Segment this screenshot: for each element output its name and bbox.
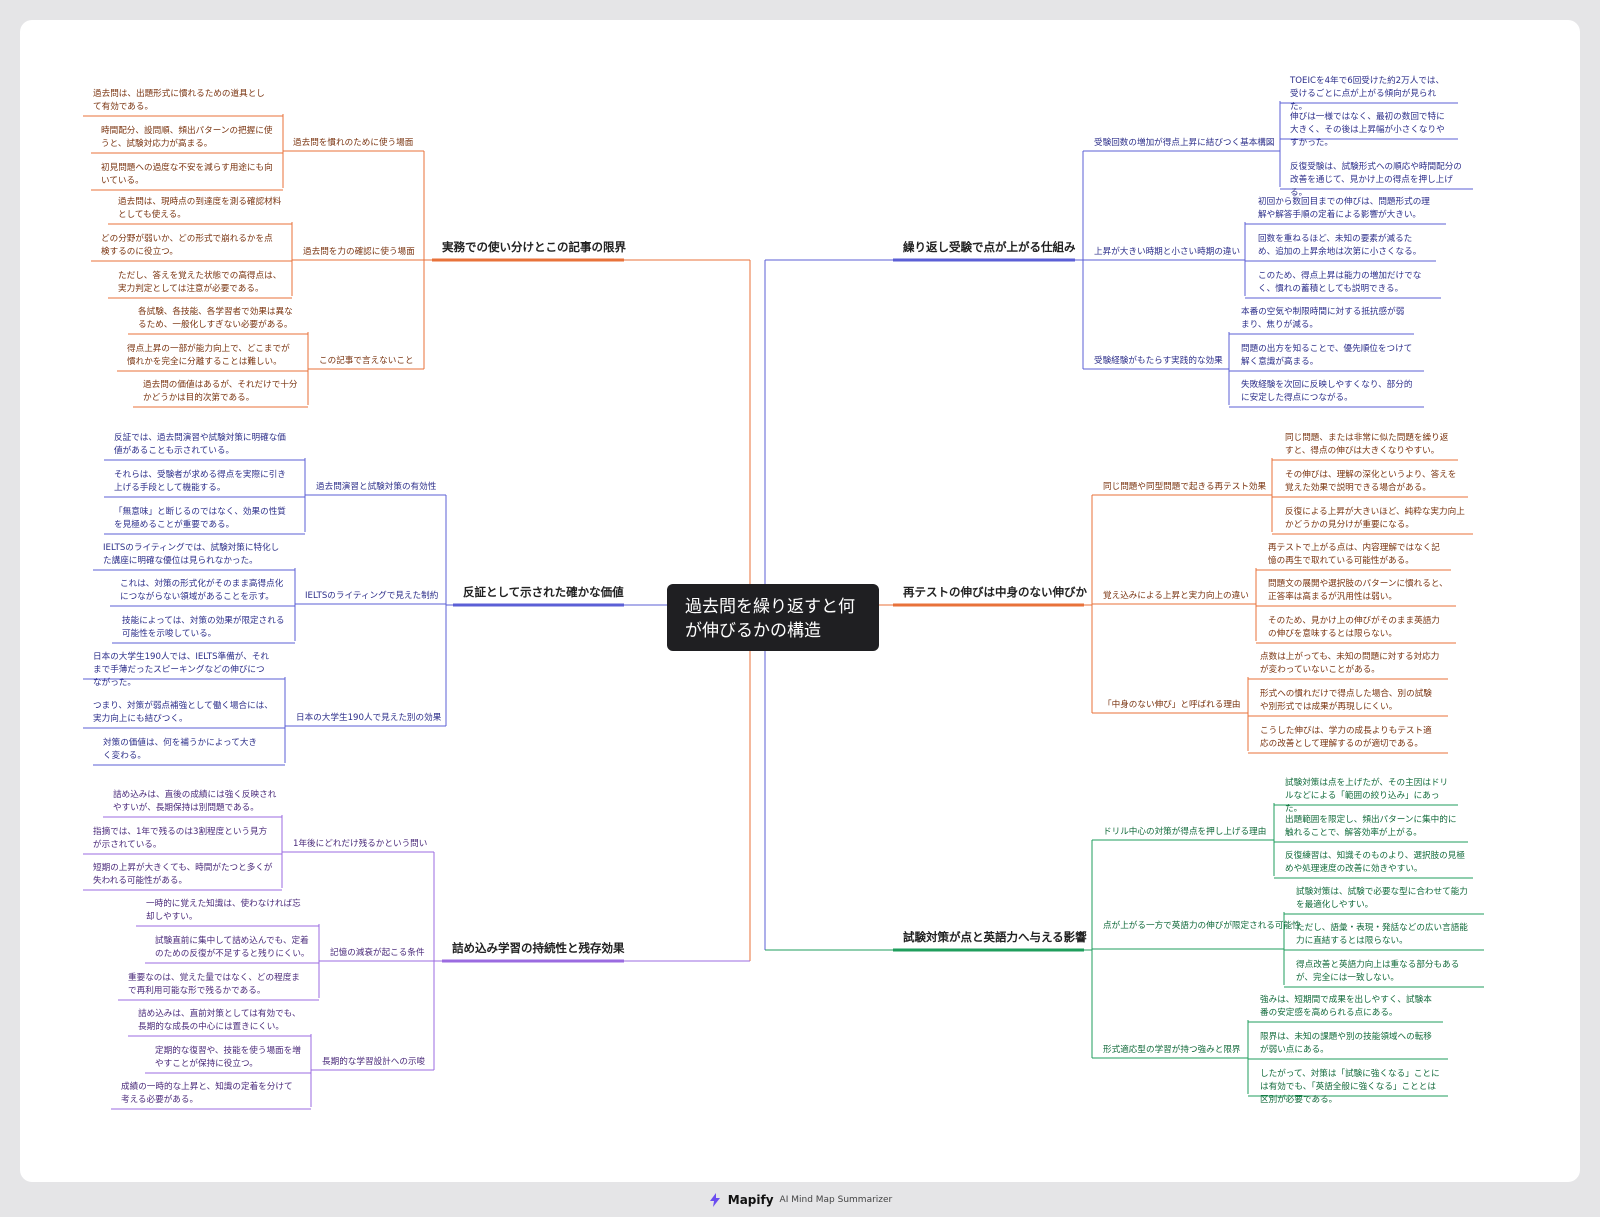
sub-topic-label[interactable]: 日本の大学生190人で見えた別の効果 bbox=[296, 713, 442, 723]
sub-topic-label[interactable]: 受験経験がもたらす実践的な効果 bbox=[1094, 356, 1223, 366]
sub-topic-label[interactable]: 同じ問題や同型問題で起きる再テスト効果 bbox=[1103, 482, 1267, 492]
leaf-note: 初回から数回目までの伸びは、問題形式の理解や解答手順の定着による影響が大きい。 bbox=[1258, 197, 1430, 220]
leaf-note: 再テストで上がる点は、内容理解ではなく記憶の再生で取れている可能性がある。 bbox=[1268, 543, 1440, 566]
leaf-note: つまり、対策が弱点補強として働く場合には、実力向上にも結びつく。 bbox=[93, 701, 273, 724]
leaf-note: 反復による上昇が大きいほど、純粋な実力向上かどうかの見分けが重要になる。 bbox=[1285, 507, 1465, 530]
leaf-note: 定期的な復習や、技能を使う場面を増やすことが保持に役立つ。 bbox=[155, 1046, 301, 1069]
leaf-note: それらは、受験者が求める得点を実際に引き上げる手段として機能する。 bbox=[114, 470, 286, 493]
leaf-note: 試験対策は、試験で必要な型に合わせて能力を最適化しやすい。 bbox=[1296, 887, 1468, 910]
leaf-note: 得点上昇の一部が能力向上で、どこまでが慣れかを完全に分離することは難しい。 bbox=[127, 344, 290, 367]
sub-topic-label[interactable]: 「中身のない伸び」と呼ばれる理由 bbox=[1103, 700, 1241, 710]
leaf-note: 短期の上昇が大きくても、時間がたつと多くが失われる可能性がある。 bbox=[93, 863, 273, 886]
leaf-note: 限界は、未知の課題や別の技能領域への転移が弱い点にある。 bbox=[1260, 1032, 1432, 1055]
leaf-note: 試験対策は点を上げたが、その主因はドリルなどによる「範囲の絞り込み」にあった。 bbox=[1285, 778, 1449, 814]
sub-topic-label[interactable]: 記憶の減衰が起こる条件 bbox=[330, 948, 425, 958]
leaf-note: 問題文の展開や選択肢のパターンに慣れると、正答率は高まるが汎用性は弱い。 bbox=[1268, 579, 1448, 602]
sub-topic-label[interactable]: ドリル中心の対策が得点を押し上げる理由 bbox=[1103, 827, 1267, 837]
leaf-note: 「無意味」と断じるのではなく、効果の性質を見極めることが重要である。 bbox=[114, 507, 286, 530]
leaf-note: 強みは、短期間で成果を出しやすく、試験本番の安定感を高められる点にある。 bbox=[1260, 995, 1432, 1018]
leaf-note: 問題の出方を知ることで、優先順位をつけて解く意識が高まる。 bbox=[1241, 344, 1413, 367]
sub-topic-label[interactable]: この記事で言えないこと bbox=[319, 356, 414, 366]
leaf-note: したがって、対策は「試験に強くなる」ことには有効でも、「英語全般に強くなる」こと… bbox=[1260, 1069, 1440, 1105]
branch-label[interactable]: 反証として示された確かな価値 bbox=[463, 585, 624, 599]
leaf-note: 出題範囲を限定し、頻出パターンに集中的に触れることで、解答効率が上がる。 bbox=[1285, 815, 1457, 838]
leaf-note: 過去問は、現時点の到達度を測る確認材料としても使える。 bbox=[118, 197, 282, 220]
leaf-note: 各試験、各技能、各学習者で効果は異なるため、一般化しすぎない必要がある。 bbox=[138, 307, 293, 330]
leaf-note: 重要なのは、覚えた量ではなく、どの程度まで再利用可能な形で残るかである。 bbox=[128, 973, 300, 996]
leaf-note: 過去問は、出題形式に慣れるための道具として有効である。 bbox=[93, 89, 265, 112]
leaf-note: 本番の空気や制限時間に対する抵抗感が弱まり、焦りが減る。 bbox=[1241, 307, 1405, 330]
leaf-note: 詰め込みは、直前対策としては有効でも、長期的な成長の中心には置きにくい。 bbox=[138, 1009, 301, 1032]
footer-tagline: AI Mind Map Summarizer bbox=[779, 1195, 893, 1205]
branch-label[interactable]: 繰り返し受験で点が上がる仕組み bbox=[903, 240, 1076, 254]
leaf-note: こうした伸びは、学力の成長よりもテスト適応の改善として理解するのが適切である。 bbox=[1260, 726, 1432, 749]
leaf-note: IELTSのライティングでは、試験対策に特化した講座に明確な優位は見られなかった… bbox=[103, 543, 280, 566]
leaf-note: 時間配分、設問順、頻出パターンの把握に使うと、試験対応力が高まる。 bbox=[101, 126, 273, 149]
sub-topic-label[interactable]: 点が上がる一方で英語力の伸びが限定される可能性 bbox=[1103, 921, 1301, 931]
leaf-note: 詰め込みは、直後の成績には強く反映されやすいが、長期保持は別問題である。 bbox=[113, 790, 277, 813]
sub-topic-label[interactable]: IELTSのライティングで見えた制約 bbox=[305, 591, 439, 601]
leaf-note: そのため、見かけ上の伸びがそのまま英語力の伸びを意味するとは限らない。 bbox=[1268, 616, 1440, 639]
leaf-note: 対策の価値は、何を補うかによって大きく変わる。 bbox=[103, 738, 258, 761]
leaf-note: 形式への慣れだけで得点した場合、別の試験や別形式では成果が再現しにくい。 bbox=[1260, 689, 1432, 712]
leaf-note: TOEICを4年で6回受けた約2万人では、受けるごとに点が上がる傾向が見られた。 bbox=[1290, 76, 1445, 112]
leaf-note: 点数は上がっても、未知の問題に対する対応力が変わっていないことがある。 bbox=[1260, 652, 1440, 675]
leaf-note: 失敗経験を次回に反映しやすくなり、部分的に安定した得点につながる。 bbox=[1241, 380, 1413, 403]
leaf-note: その伸びは、理解の深化というより、答えを覚えた効果で説明できる場合がある。 bbox=[1285, 470, 1457, 493]
leaf-note: 反証では、過去問演習や試験対策に明確な価値があることも示されている。 bbox=[114, 433, 286, 456]
branch-label[interactable]: 詰め込み学習の持続性と残存効果 bbox=[452, 941, 625, 955]
footer: Mapify AI Mind Map Summarizer bbox=[0, 1190, 1600, 1210]
leaf-note: 伸びは一様ではなく、最初の数回で特に大きく、その後は上昇幅が小さくなりやすかった… bbox=[1290, 112, 1445, 148]
sub-topic-label[interactable]: 覚え込みによる上昇と実力向上の違い bbox=[1103, 591, 1249, 601]
leaf-note: 反復受験は、試験形式への順応や時間配分の改善を通じて、見かけ上の得点を押し上げる… bbox=[1290, 162, 1462, 198]
leaf-note: ただし、語彙・表現・発話などの広い言語能力に直結するとは限らない。 bbox=[1296, 923, 1468, 946]
sub-topic-label[interactable]: 受験回数の増加が得点上昇に結びつく基本構図 bbox=[1094, 138, 1275, 148]
leaf-note: 過去問の価値はあるが、それだけで十分かどうかは目的次第である。 bbox=[143, 380, 298, 403]
sub-topic-label[interactable]: 上昇が大きい時期と小さい時期の違い bbox=[1094, 247, 1241, 257]
branch-label[interactable]: 実務での使い分けとこの記事の限界 bbox=[442, 240, 626, 254]
leaf-note: 初見問題への過度な不安を減らす用途にも向いている。 bbox=[101, 163, 273, 186]
branch-label[interactable]: 試験対策が点と英語力へ与える影響 bbox=[903, 930, 1087, 944]
root-node[interactable]: 過去問を繰り返すと何が伸びるかの構造 bbox=[667, 584, 879, 651]
sub-topic-label[interactable]: 長期的な学習設計への示唆 bbox=[322, 1057, 426, 1067]
leaf-note: どの分野が弱いか、どの形式で崩れるかを点検するのに役立つ。 bbox=[101, 234, 273, 257]
leaf-note: 日本の大学生190人では、IELTS準備が、それまで手薄だったスピーキングなどの… bbox=[93, 652, 270, 688]
leaf-note: 試験直前に集中して詰め込んでも、定着のための反復が不足すると残りにくい。 bbox=[155, 936, 310, 959]
leaf-note: 反復練習は、知識そのものより、選択肢の見極めや処理速度の改善に効きやすい。 bbox=[1285, 851, 1465, 874]
leaf-note: このため、得点上昇は能力の増加だけでなく、慣れの蓄積としても説明できる。 bbox=[1258, 271, 1422, 294]
leaf-note: 指摘では、1年で残るのは3割程度という見方が示されている。 bbox=[93, 827, 268, 850]
footer-brand: Mapify bbox=[727, 1193, 774, 1207]
leaf-note: これは、対策の形式化がそのまま高得点化につながらない領域があることを示す。 bbox=[120, 579, 284, 602]
leaf-note: 一時的に覚えた知識は、使わなければ忘却しやすい。 bbox=[146, 899, 301, 922]
mapify-logo-icon bbox=[709, 1193, 720, 1207]
sub-topic-label[interactable]: 1年後にどれだけ残るかという問い bbox=[293, 839, 428, 849]
leaf-note: 回数を重ねるほど、未知の要素が減るため、追加の上昇余地は次第に小さくなる。 bbox=[1258, 234, 1422, 257]
leaf-note: 得点改善と英語力向上は重なる部分もあるが、完全には一致しない。 bbox=[1296, 960, 1460, 983]
sub-topic-label[interactable]: 過去問を慣れのために使う場面 bbox=[293, 138, 414, 148]
leaf-note: 成績の一時的な上昇と、知識の定着を分けて考える必要がある。 bbox=[121, 1082, 293, 1105]
leaf-note: 技能によっては、対策の効果が限定される可能性を示唆している。 bbox=[122, 616, 285, 639]
leaf-note: 同じ問題、または非常に似た問題を繰り返すと、得点の伸びは大きくなりやすい。 bbox=[1285, 433, 1449, 456]
sub-topic-label[interactable]: 過去問演習と試験対策の有効性 bbox=[316, 482, 437, 492]
branch-label[interactable]: 再テストの伸びは中身のない伸びか bbox=[903, 585, 1087, 599]
sub-topic-label[interactable]: 過去問を力の確認に使う場面 bbox=[303, 247, 415, 257]
sub-topic-label[interactable]: 形式適応型の学習が持つ強みと限界 bbox=[1103, 1045, 1241, 1055]
leaf-note: ただし、答えを覚えた状態での高得点は、実力判定としては注意が必要である。 bbox=[118, 271, 282, 294]
